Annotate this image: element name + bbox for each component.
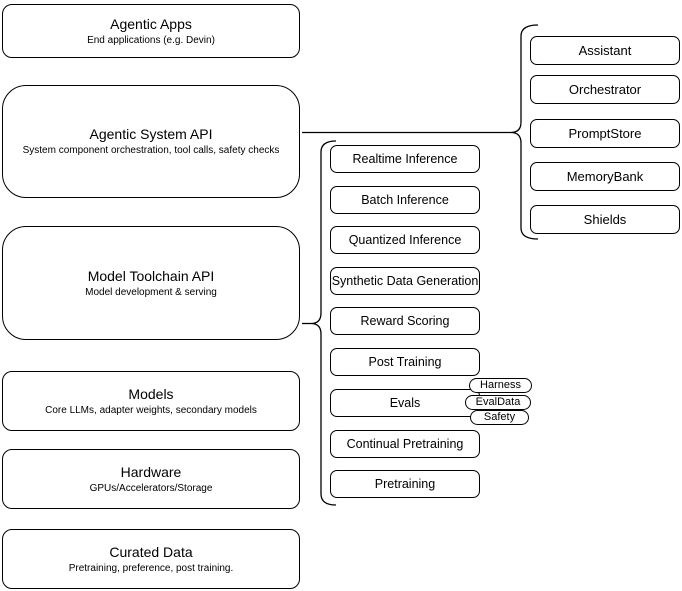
node-agentic-system-api: Agentic System API System component orch… — [2, 85, 300, 198]
service-continual-pretraining: Continual Pretraining — [330, 430, 480, 458]
node-title: Agentic Apps — [110, 15, 192, 32]
node-title: Models — [128, 385, 174, 402]
node-model-toolchain-api: Model Toolchain API Model development & … — [2, 226, 300, 340]
tag-harness: Harness — [469, 378, 532, 393]
node-models: Models Core LLMs, adapter weights, secon… — [2, 371, 300, 431]
service-quantized-inference: Quantized Inference — [330, 226, 480, 254]
node-curated-data: Curated Data Pretraining, preference, po… — [2, 529, 300, 589]
service-reward-scoring: Reward Scoring — [330, 307, 480, 335]
service-batch-inference: Batch Inference — [330, 186, 480, 214]
service-pretraining: Pretraining — [330, 470, 480, 498]
tag-safety: Safety — [470, 410, 529, 425]
node-subtitle: Core LLMs, adapter weights, secondary mo… — [45, 404, 257, 416]
node-subtitle: GPUs/Accelerators/Storage — [89, 482, 213, 494]
tag-evaldata: EvalData — [465, 395, 531, 410]
node-subtitle: Pretraining, preference, post training. — [68, 562, 234, 574]
node-title: Curated Data — [109, 543, 193, 560]
component-orchestrator: Orchestrator — [530, 75, 680, 104]
node-subtitle: End applications (e.g. Devin) — [87, 34, 215, 46]
component-memorybank: MemoryBank — [530, 162, 680, 191]
service-realtime-inference: Realtime Inference — [330, 145, 480, 173]
component-shields: Shields — [530, 205, 680, 234]
service-evals: Evals — [330, 389, 480, 417]
node-title: Agentic System API — [89, 126, 213, 142]
node-title: Model Toolchain API — [87, 267, 215, 284]
node-title: Hardware — [120, 463, 182, 480]
node-agentic-apps: Agentic Apps End applications (e.g. Devi… — [2, 4, 300, 58]
component-promptstore: PromptStore — [530, 119, 680, 148]
service-post-training: Post Training — [330, 348, 480, 376]
service-synthetic-data-generation: Synthetic Data Generation — [330, 267, 480, 295]
node-subtitle: System component orchestration, tool cal… — [22, 145, 280, 156]
node-subtitle: Model development & serving — [85, 286, 217, 298]
component-assistant: Assistant — [530, 36, 680, 65]
node-hardware: Hardware GPUs/Accelerators/Storage — [2, 449, 300, 509]
